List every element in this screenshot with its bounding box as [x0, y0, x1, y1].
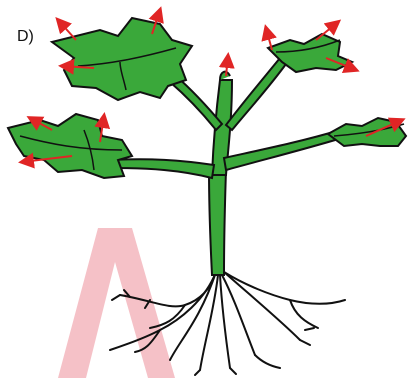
leaf-right: [328, 118, 406, 146]
figure-label: D): [17, 28, 34, 46]
red-arrow-icon: [58, 20, 76, 40]
leaf-left: [8, 114, 132, 178]
leaf-top-left: [52, 18, 192, 100]
